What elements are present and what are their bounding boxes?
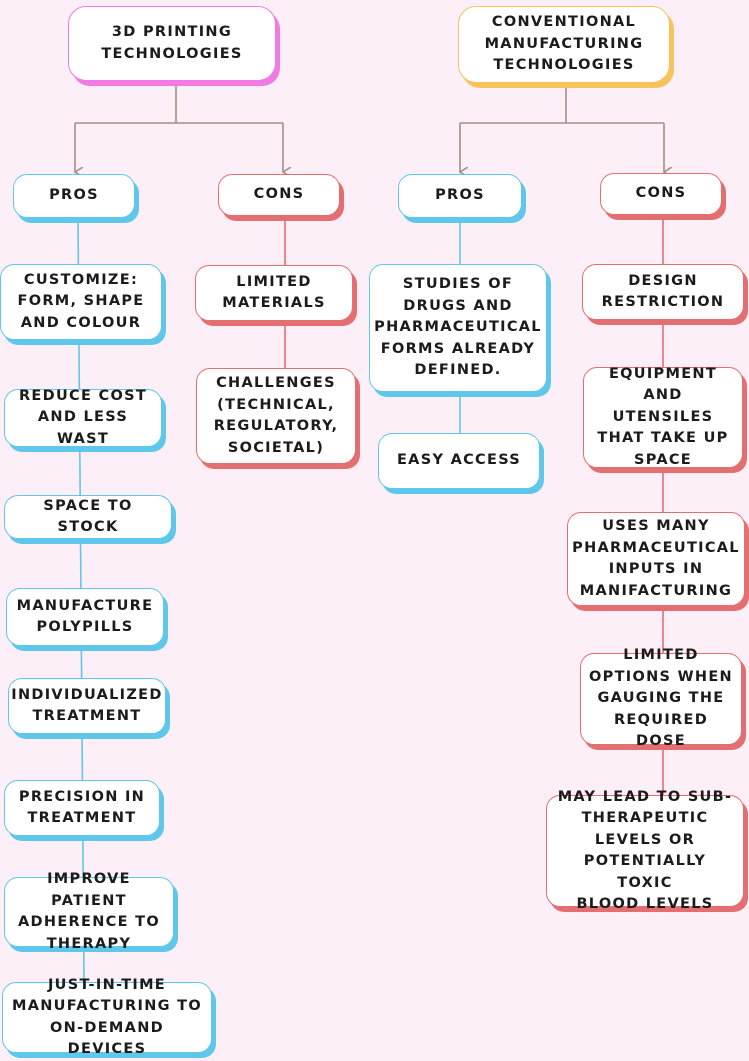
title-3d-printing: 3D PRINTING TECHNOLOGIES xyxy=(68,6,276,81)
left-pros-item: INDIVIDUALIZED TREATMENT xyxy=(8,678,166,734)
right-cons-header: CONS xyxy=(600,173,722,215)
left-pros-item: CUSTOMIZE: FORM, SHAPE AND COLOUR xyxy=(0,264,162,340)
right-cons-item: USES MANY PHARMACEUTICAL INPUTS IN MANIF… xyxy=(567,512,745,606)
right-cons-item: DESIGN RESTRICTION xyxy=(582,264,744,320)
right-pros-item: EASY ACCESS xyxy=(378,433,540,489)
left-cons-header: CONS xyxy=(218,174,340,216)
left-pros-item: PRECISION IN TREATMENT xyxy=(4,780,160,836)
right-cons-item: LIMITED OPTIONS WHEN GAUGING THE REQUIRE… xyxy=(580,647,742,749)
left-pros-item: MANUFACTURE POLYPILLS xyxy=(6,588,164,646)
left-pros-item: IMPROVE PATIENT ADHERENCE TO THERAPY xyxy=(4,871,174,952)
left-pros-item: REDUCE COST AND LESS WAST xyxy=(4,388,162,447)
left-pros-item: SPACE TO STOCK xyxy=(4,495,172,539)
right-pros-item: STUDIES OF DRUGS AND PHARMACEUTICAL FORM… xyxy=(369,264,547,392)
left-cons-item: LIMITED MATERIALS xyxy=(195,265,353,321)
left-pros-header: PROS xyxy=(13,174,135,218)
right-cons-item: MAY LEAD TO SUB- THERAPEUTIC LEVELS OR P… xyxy=(546,789,744,912)
right-cons-item: EQUIPMENT AND UTENSILES THAT TAKE UP SPA… xyxy=(583,366,743,468)
title-conventional-manufacturing: CONVENTIONAL MANUFACTURING TECHNOLOGIES xyxy=(458,6,670,83)
left-pros-item: JUST-IN-TIME MANUFACTURING TO ON-DEMAND … xyxy=(2,977,212,1057)
right-pros-header: PROS xyxy=(398,174,522,218)
left-cons-item: CHALLENGES (TECHNICAL, REGULATORY, SOCIE… xyxy=(196,368,356,464)
